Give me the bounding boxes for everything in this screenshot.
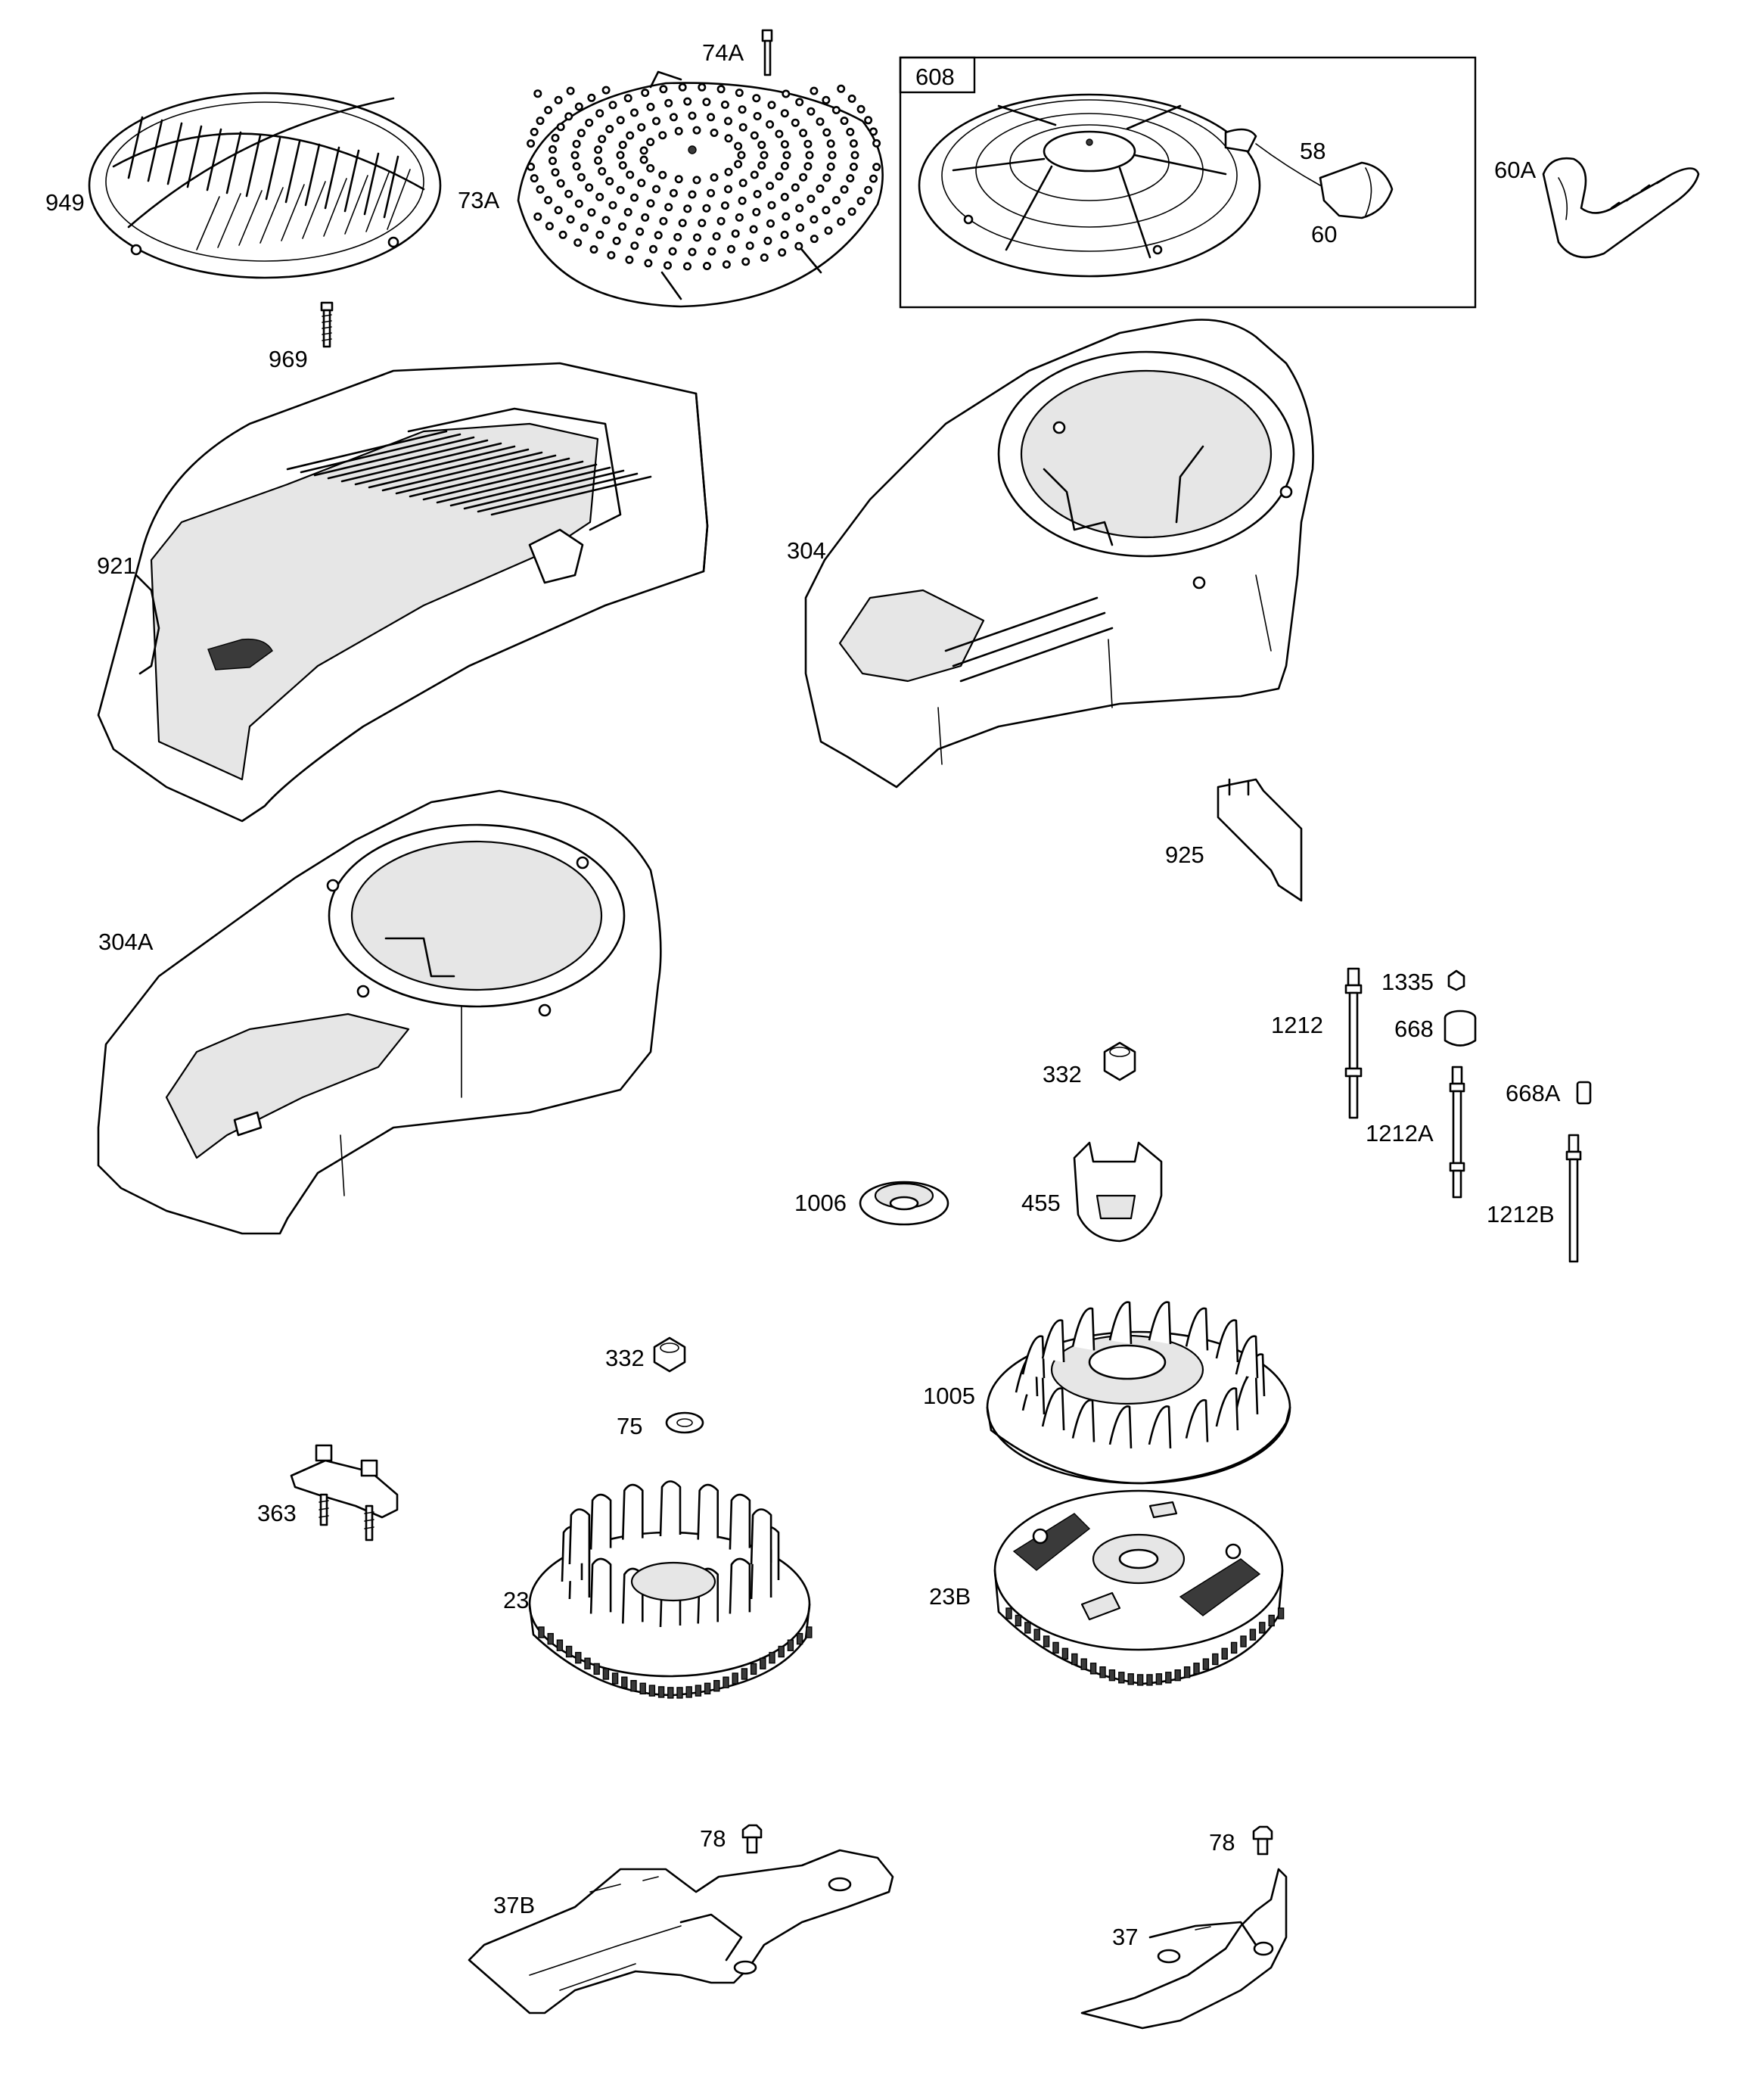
part-969-screw	[320, 301, 334, 348]
label-60: 60	[1311, 221, 1337, 247]
part-304-blower-housing	[804, 319, 1314, 789]
part-332-nut-upper	[1103, 1041, 1136, 1081]
part-75-washer	[665, 1411, 704, 1434]
part-74A-pin	[761, 29, 773, 76]
part-23-flywheel	[528, 1480, 813, 1699]
part-668A-spacer	[1576, 1081, 1592, 1105]
label-455: 455	[1021, 1190, 1061, 1216]
label-58: 58	[1300, 138, 1325, 164]
part-78-screw-a	[741, 1824, 763, 1854]
part-921-blower-cover	[97, 362, 709, 823]
part-1005-fan	[986, 1301, 1291, 1485]
part-37-bracket	[1080, 1868, 1288, 2030]
label-921: 921	[97, 552, 136, 579]
part-1006-cup	[859, 1181, 949, 1226]
label-73A: 73A	[458, 187, 499, 213]
label-74A: 74A	[702, 39, 744, 66]
part-1212B-stud	[1565, 1134, 1582, 1263]
label-949: 949	[45, 189, 85, 216]
label-23: 23	[503, 1587, 529, 1613]
part-1335-nut	[1447, 969, 1465, 991]
label-37: 37	[1112, 1924, 1138, 1950]
part-925-baffle	[1217, 778, 1303, 902]
label-1006: 1006	[794, 1190, 847, 1216]
part-23B-flywheel	[993, 1489, 1285, 1686]
label-304A: 304A	[98, 929, 154, 955]
label-304: 304	[787, 537, 826, 564]
label-925: 925	[1165, 842, 1204, 868]
label-37B: 37B	[493, 1892, 535, 1918]
part-668-spacer	[1444, 1010, 1477, 1047]
label-332-lower: 332	[605, 1345, 645, 1371]
label-363: 363	[257, 1500, 297, 1526]
part-78-screw-b	[1252, 1825, 1273, 1856]
box-608-tag	[899, 56, 976, 94]
label-668: 668	[1394, 1016, 1434, 1042]
label-1212: 1212	[1271, 1012, 1323, 1038]
label-78-b: 78	[1209, 1829, 1235, 1856]
label-668A: 668A	[1506, 1080, 1561, 1106]
label-1335: 1335	[1381, 969, 1434, 995]
label-608: 608	[915, 64, 955, 90]
label-1005: 1005	[923, 1383, 975, 1409]
label-1212A: 1212A	[1366, 1120, 1434, 1146]
label-1212B: 1212B	[1487, 1201, 1555, 1227]
box-608	[899, 56, 1477, 309]
part-1212-stud	[1344, 967, 1363, 1119]
part-949-grille	[88, 92, 442, 279]
label-332-upper: 332	[1043, 1061, 1082, 1087]
label-23B: 23B	[929, 1583, 971, 1610]
part-608-rewind-starter	[918, 93, 1394, 278]
part-332-nut-lower	[653, 1336, 686, 1373]
part-455-screen-cup	[1073, 1141, 1163, 1243]
part-1212A-stud	[1449, 1066, 1465, 1199]
label-75: 75	[617, 1413, 642, 1439]
part-73A-perforated-cover	[517, 70, 884, 308]
label-60A: 60A	[1494, 157, 1536, 183]
part-60A-handle	[1542, 157, 1700, 259]
label-969: 969	[269, 346, 308, 372]
part-37B-plate	[468, 1849, 894, 2014]
part-363-bracket	[290, 1444, 399, 1542]
part-304A-blower-housing	[97, 789, 662, 1235]
label-78-a: 78	[700, 1825, 726, 1852]
